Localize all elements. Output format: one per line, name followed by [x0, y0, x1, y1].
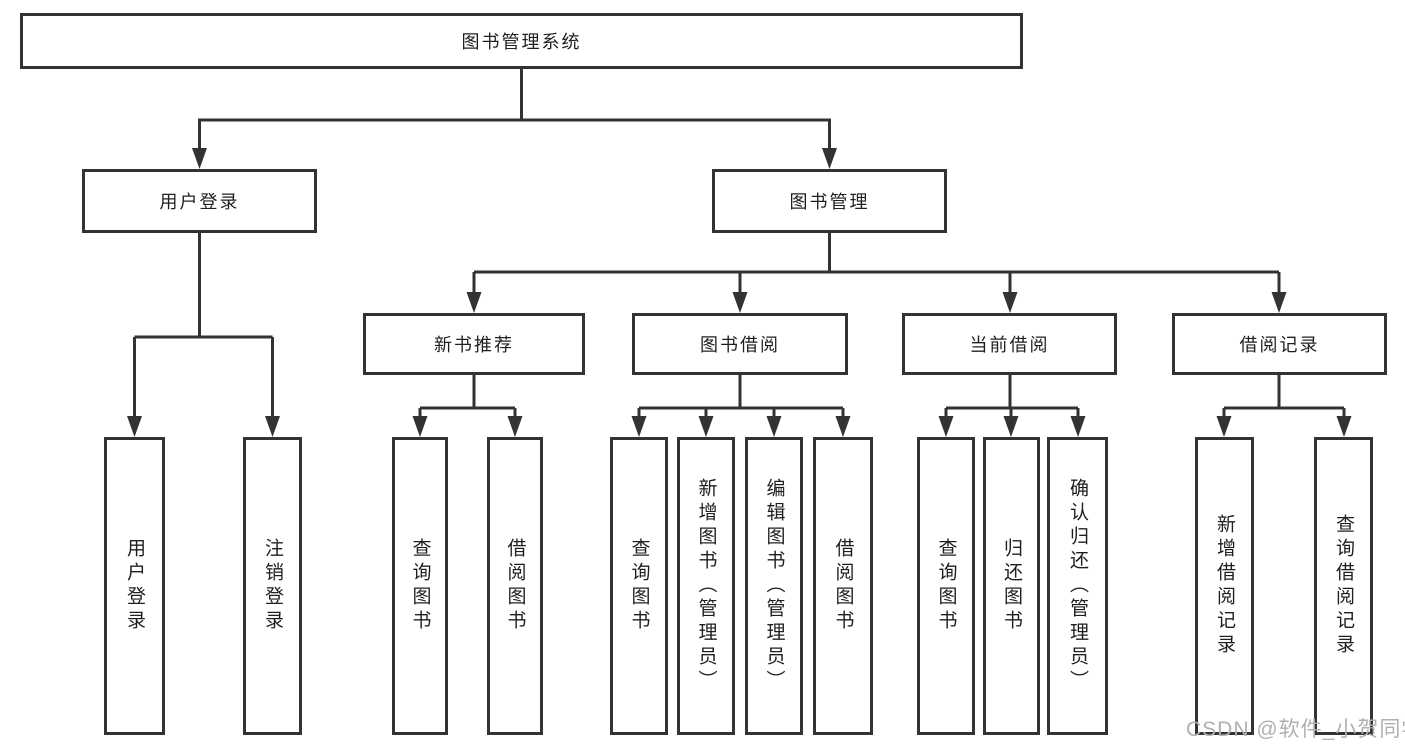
leaf-return-book-label: 归还图书 [1001, 538, 1022, 634]
leaf-add-borrow-record-label: 新增借阅记录 [1214, 514, 1235, 658]
leaf-confirm-return-admin-label: 确认归还（管理员） [1067, 478, 1088, 694]
leaf-query-books-current-label: 查询图书 [935, 538, 957, 634]
connector-paths [133, 69, 1346, 418]
leaf-borrow-books-borrowing: 借阅图书 [813, 437, 873, 735]
leaf-confirm-return-admin: 确认归还（管理员） [1047, 437, 1108, 735]
node-book-management: 图书管理 [712, 169, 947, 233]
leaf-query-borrow-record-label: 查询借阅记录 [1333, 514, 1354, 658]
leaf-query-books-borrowing-label: 查询图书 [628, 538, 650, 634]
leaf-logout: 注销登录 [243, 437, 302, 735]
leaf-return-book: 归还图书 [983, 437, 1040, 735]
leaf-borrow-books-recommend: 借阅图书 [487, 437, 543, 735]
leaf-user-login: 用户登录 [104, 437, 165, 735]
leaf-edit-book-admin: 编辑图书（管理员） [745, 437, 803, 735]
leaf-query-books-borrowing: 查询图书 [610, 437, 668, 735]
arrowheads [127, 148, 1352, 437]
leaf-borrow-books-recommend-label: 借阅图书 [504, 538, 526, 634]
leaf-add-borrow-record: 新增借阅记录 [1195, 437, 1254, 735]
leaf-query-books-recommend-label: 查询图书 [409, 538, 431, 634]
node-user-login: 用户登录 [82, 169, 317, 233]
leaf-user-login-label: 用户登录 [124, 538, 145, 634]
leaf-query-books-recommend: 查询图书 [392, 437, 448, 735]
leaf-edit-book-admin-label: 编辑图书（管理员） [763, 478, 785, 694]
leaf-add-book-admin: 新增图书（管理员） [677, 437, 735, 735]
node-current-borrowing: 当前借阅 [902, 313, 1117, 375]
leaf-logout-label: 注销登录 [262, 538, 283, 634]
node-borrowing-records: 借阅记录 [1172, 313, 1387, 375]
node-book-borrowing: 图书借阅 [632, 313, 848, 375]
node-new-book-recommendation: 新书推荐 [363, 313, 585, 375]
leaf-query-books-current: 查询图书 [917, 437, 975, 735]
node-library-management-system: 图书管理系统 [20, 13, 1023, 69]
leaf-query-borrow-record: 查询借阅记录 [1314, 437, 1373, 735]
csdn-watermark: CSDN @软件_小贺同学 [1186, 718, 1405, 741]
leaf-borrow-books-borrowing-label: 借阅图书 [832, 538, 854, 634]
leaf-add-book-admin-label: 新增图书（管理员） [695, 478, 717, 694]
